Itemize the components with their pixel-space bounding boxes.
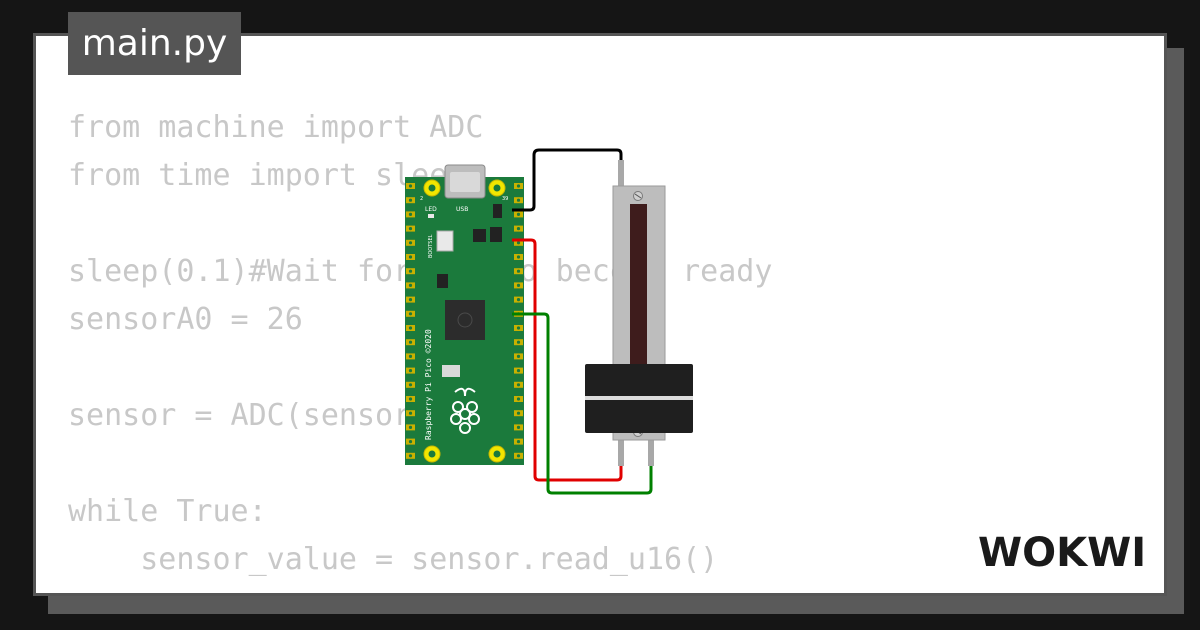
header-pin-hole — [408, 312, 413, 316]
header-pin-hole — [408, 340, 413, 344]
usb-connector-inner — [450, 172, 480, 192]
header-pin-hole — [408, 454, 413, 458]
header-pin-hole — [408, 298, 413, 302]
header-pin-hole — [516, 326, 521, 330]
mounting-hole-center — [493, 184, 501, 192]
header-pin-hole — [516, 369, 521, 373]
pot-pin — [618, 438, 624, 466]
raspberry-icon — [450, 387, 480, 434]
rp2040-chip — [445, 300, 485, 340]
code-line: sensorA0 = 26 — [68, 302, 303, 337]
header-pin-hole — [516, 298, 521, 302]
header-pin-hole — [516, 212, 521, 216]
header-pin-hole — [408, 383, 413, 387]
header-pin-hole — [516, 184, 521, 188]
header-pin-hole — [516, 255, 521, 259]
code-line: from machine import ADC — [68, 110, 484, 145]
code-line: sensor_value = sensor.read_u16() — [68, 542, 719, 577]
header-pin-hole — [516, 397, 521, 401]
header-pin-hole — [516, 198, 521, 202]
header-pin-hole — [408, 212, 413, 216]
screw-slot — [634, 193, 642, 199]
mounting-hole-center — [428, 184, 436, 192]
header-pin-hole — [408, 198, 413, 202]
component-chip — [473, 229, 486, 242]
header-pin-hole — [516, 440, 521, 444]
component-chip — [493, 204, 502, 218]
wires — [512, 148, 653, 495]
header-pin-hole — [408, 369, 413, 373]
header-pin-hole — [408, 283, 413, 287]
header-pin-hole — [408, 184, 413, 188]
code-line: while True: — [68, 494, 267, 529]
header-pin-hole — [516, 269, 521, 273]
mounting-hole-center — [428, 450, 436, 458]
slider-knob-line — [585, 396, 693, 400]
header-pin-hole — [408, 269, 413, 273]
header-pin-hole — [516, 383, 521, 387]
header-pin-hole — [408, 354, 413, 358]
led-label: LED — [425, 206, 437, 213]
pico-pins-left — [406, 183, 415, 459]
header-pin-hole — [516, 354, 521, 358]
mounting-hole-center — [493, 450, 501, 458]
bootsel-button[interactable] — [436, 230, 454, 252]
component-chip — [442, 365, 460, 377]
header-pin-hole — [516, 425, 521, 429]
rp2040-logo — [457, 312, 473, 328]
header-pin-hole — [408, 227, 413, 231]
header-pin-hole — [408, 255, 413, 259]
usb-label: USB — [456, 206, 468, 213]
file-tab[interactable]: main.py — [68, 12, 241, 75]
wokwi-logo-text: WOKWI — [978, 530, 1146, 576]
header-pin-hole — [516, 283, 521, 287]
header-pin-hole — [516, 340, 521, 344]
header-pin-hole — [408, 425, 413, 429]
component-chip — [490, 227, 502, 242]
wokwi-logo[interactable]: WOKWI — [975, 522, 1155, 582]
code-line: print("Slider position: ", sensor_value,… — [68, 584, 1164, 593]
header-pin-hole — [408, 397, 413, 401]
component-chip — [437, 274, 448, 288]
pico-board[interactable]: LED USB 2 39 BOOTSEL Raspberry Pi Pico ©… — [405, 164, 524, 465]
header-pin-hole — [408, 440, 413, 444]
header-pin-hole — [408, 411, 413, 415]
board-name: Raspberry Pi Pico ©2020 — [424, 329, 433, 440]
wire-gnd[interactable] — [512, 148, 623, 212]
pot-pin — [618, 160, 624, 188]
pin-label-right: 39 — [502, 196, 508, 202]
header-pin-hole — [516, 241, 521, 245]
bootsel-label: BOOTSEL — [428, 234, 434, 258]
header-pin-hole — [516, 454, 521, 458]
wire-vcc[interactable] — [512, 238, 623, 482]
pot-track — [630, 204, 647, 366]
wire-signal[interactable] — [512, 312, 653, 495]
pot-pin — [648, 438, 654, 466]
header-pin-hole — [408, 326, 413, 330]
header-pin-hole — [408, 241, 413, 245]
led — [428, 214, 434, 218]
pin-label-left: 2 — [420, 196, 423, 202]
header-pin-hole — [516, 227, 521, 231]
slide-potentiometer[interactable] — [585, 160, 693, 466]
header-pin-hole — [516, 411, 521, 415]
